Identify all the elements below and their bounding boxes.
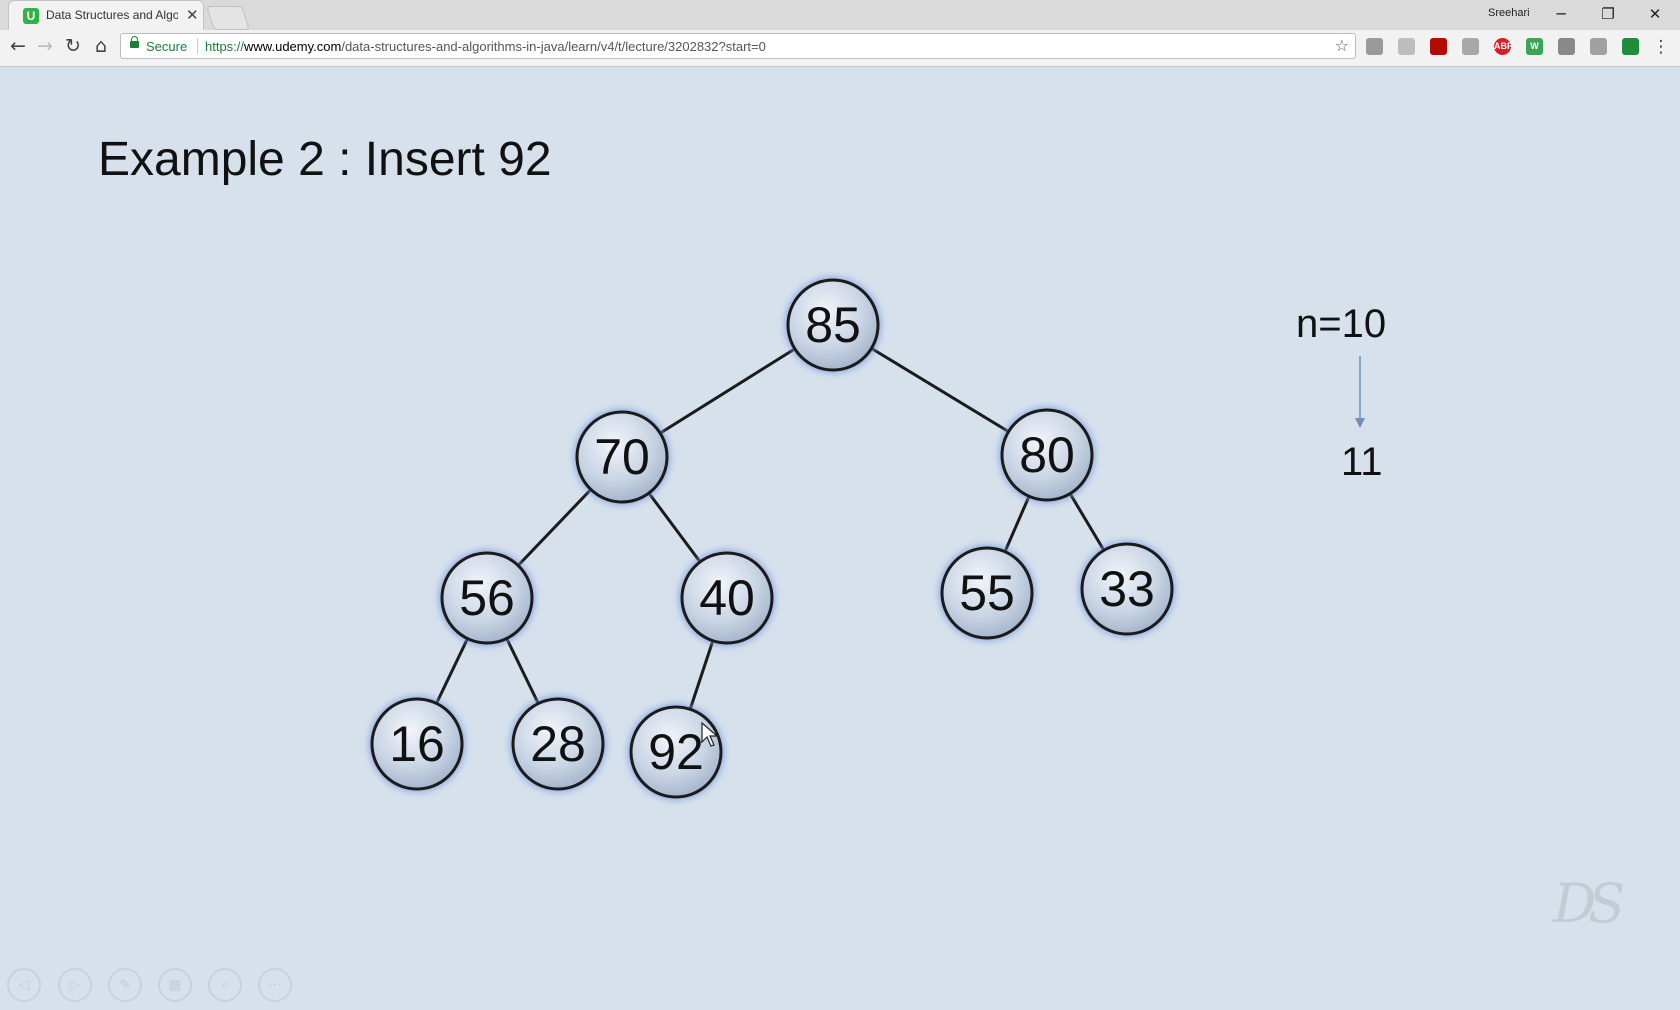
next-slide-icon[interactable]: ▷ [58, 968, 92, 1002]
address-bar[interactable]: Secure https://www.udemy.com/data-struct… [120, 33, 1356, 59]
node-circle [786, 278, 880, 372]
cast-icon[interactable] [1558, 38, 1575, 55]
audio-extension-icon[interactable] [1622, 38, 1639, 55]
omnibox-divider [197, 38, 198, 54]
node-circle [370, 697, 464, 791]
node-value: 80 [1019, 427, 1075, 483]
hat-extension-icon[interactable] [1366, 38, 1383, 55]
more-icon[interactable]: ⋯ [258, 968, 292, 1002]
heap-tree-diagram: 85 70 80 56 40 55 33 16 28 92 [370, 278, 1174, 799]
heap-size-label: n=10 [1296, 302, 1387, 346]
heap-node: 28 [511, 697, 605, 791]
previous-slide-icon[interactable]: ◁ [7, 968, 41, 1002]
chrome-menu-icon[interactable]: ⋮ [1652, 37, 1670, 57]
heap-size-arrow [1355, 356, 1365, 428]
node-value: 56 [459, 570, 515, 626]
lock-icon [130, 36, 139, 48]
ds-watermark-logo: DS [1553, 872, 1625, 935]
profile-name[interactable]: Sreehari [1488, 7, 1530, 19]
window-close-icon[interactable]: ✕ [1648, 5, 1662, 23]
node-circle [680, 551, 774, 645]
browser-chrome: U Data Structures and Algo ✕ Sreehari ─ … [0, 0, 1680, 67]
back-icon[interactable]: ← [10, 35, 26, 57]
node-circle [1080, 542, 1174, 636]
udemy-favicon-icon: U [23, 8, 39, 24]
page-extension-icon[interactable] [1462, 38, 1479, 55]
node-value: 92 [648, 724, 704, 780]
home-icon[interactable]: ⌂ [94, 35, 108, 57]
pen-icon[interactable]: ✎ [108, 968, 142, 1002]
tree-nodes: 85 70 80 56 40 55 33 16 28 92 [370, 278, 1174, 799]
cloud-extension-icon[interactable] [1590, 38, 1607, 55]
forward-icon[interactable]: → [37, 35, 53, 57]
url-text[interactable]: https://www.udemy.com/data-structures-an… [205, 39, 766, 54]
url-scheme: https:// [205, 39, 245, 54]
heap-node: 16 [370, 697, 464, 791]
heap-node: 80 [1000, 408, 1094, 502]
url-host: www.udemy.com [244, 39, 342, 54]
heap-node: 33 [1080, 542, 1174, 636]
pdf-extension-icon[interactable] [1430, 38, 1447, 55]
restore-icon[interactable]: ❐ [1601, 5, 1615, 23]
tab-title: Data Structures and Algo [46, 8, 178, 22]
w-extension-icon[interactable]: W [1526, 38, 1543, 55]
node-circle [575, 410, 669, 504]
secure-label: Secure [146, 39, 188, 54]
node-value: 40 [699, 570, 755, 626]
zoom-icon[interactable]: ⌕ [208, 968, 242, 1002]
node-circle [440, 551, 534, 645]
heap-node: 56 [440, 551, 534, 645]
reload-icon[interactable]: ↻ [65, 35, 81, 57]
url-path: /data-structures-and-algorithms-in-java/… [341, 39, 766, 54]
heap-node: 55 [940, 546, 1034, 640]
mouse-cursor-icon [701, 722, 719, 747]
node-value: 85 [805, 297, 861, 353]
tab-active[interactable]: U Data Structures and Algo ✕ [8, 0, 204, 30]
minimize-icon[interactable]: ─ [1556, 5, 1566, 23]
node-circle [511, 697, 605, 791]
heap-node: 85 [786, 278, 880, 372]
heap-size-next: 11 [1341, 440, 1383, 484]
heap-node: 40 [680, 551, 774, 645]
heap-node: 70 [575, 410, 669, 504]
tab-strip: U Data Structures and Algo ✕ Sreehari ─ … [0, 0, 1680, 30]
node-value: 16 [389, 716, 445, 772]
node-value: 55 [959, 565, 1015, 621]
heap-node-inserted: 92 [629, 705, 723, 799]
node-value: 33 [1099, 561, 1155, 617]
node-circle [940, 546, 1034, 640]
tab-close-icon[interactable]: ✕ [186, 6, 199, 24]
slide-title: Example 2 : Insert 92 [98, 133, 552, 186]
tree-edges [415, 323, 1129, 753]
node-circle [629, 705, 723, 799]
node-value: 28 [530, 716, 586, 772]
adblock-extension-icon[interactable]: ABP [1494, 38, 1513, 55]
node-circle [1000, 408, 1094, 502]
node-value: 70 [594, 429, 650, 485]
new-tab-button[interactable] [206, 6, 250, 30]
grey-extension-icon[interactable] [1398, 38, 1415, 55]
slides-grid-icon[interactable]: ▦ [158, 968, 192, 1002]
bookmark-star-icon[interactable]: ☆ [1334, 36, 1349, 55]
